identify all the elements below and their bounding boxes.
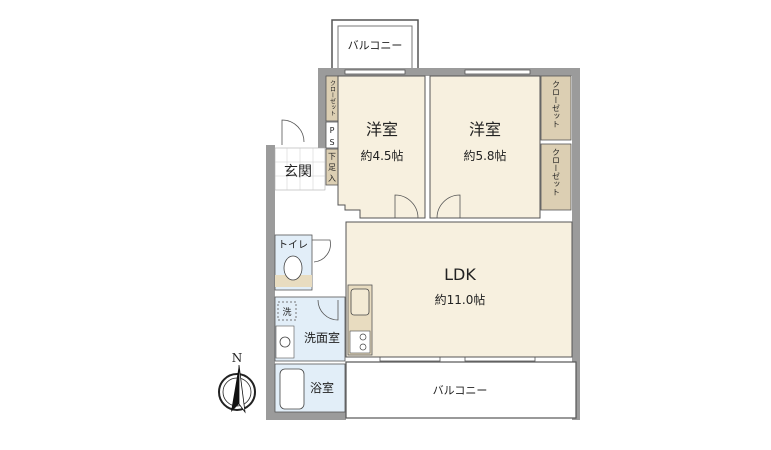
closet-2-label: クローゼット [552,148,561,196]
entrance-tiles [275,148,325,190]
wall-left [266,145,275,420]
window [344,69,406,75]
bath-label: 浴室 [310,380,334,395]
closet-1-label: クローゼット [552,80,561,128]
stove-icon [349,330,371,354]
door [436,194,461,219]
ldk-size: 約11.0帖 [435,292,486,307]
wall-top [318,68,580,76]
closet-small-label: クローゼット [329,80,336,116]
ps-label-p: P [330,126,335,135]
ps-label-s: S [329,138,334,147]
room-western-1-size: 約4.5帖 [360,148,403,163]
sink-icon [279,336,291,348]
burner [359,343,367,351]
window [379,356,441,362]
wall-bottom [266,412,346,420]
burner [359,333,367,341]
door [394,194,419,219]
kitchen-sink-icon [350,288,370,316]
wall-left-upper [318,68,326,148]
sink [275,325,295,359]
entrance-door [281,119,305,145]
balcony-top-inner [337,25,413,71]
toilet-counter [275,275,312,287]
shoe-box-label: 入 [328,174,336,183]
washroom-label: 洗面室 [304,330,340,345]
door [317,299,339,321]
washer-space [277,301,297,321]
shoe-box-label: 足 [328,163,336,172]
wall-right [572,68,580,420]
room-western-1-name: 洋室 [366,120,398,139]
north-compass-icon [218,364,256,414]
window [464,69,531,75]
ldk-name: LDK [444,265,476,284]
washer-label: 洗 [282,306,291,318]
toilet-icon [283,255,303,281]
room-western-2 [429,75,541,219]
balcony-top-label: バルコニー [348,39,403,52]
door [312,239,331,263]
closet-1 [540,75,572,141]
ldk [345,221,573,358]
north-label: N [232,351,243,365]
balcony-bottom [345,361,577,419]
window [464,356,536,362]
entrance-label: 玄関 [284,163,312,180]
bathtub-icon [279,368,305,410]
closet-2 [540,143,572,211]
shoe-box-label: 下 [328,152,336,161]
balcony-bottom-label: バルコニー [433,384,488,397]
room-western-1 [337,75,426,219]
room-western-2-size: 約5.8帖 [463,148,506,163]
toilet-label: トイレ [278,240,308,251]
room-western-2-name: 洋室 [469,120,501,139]
